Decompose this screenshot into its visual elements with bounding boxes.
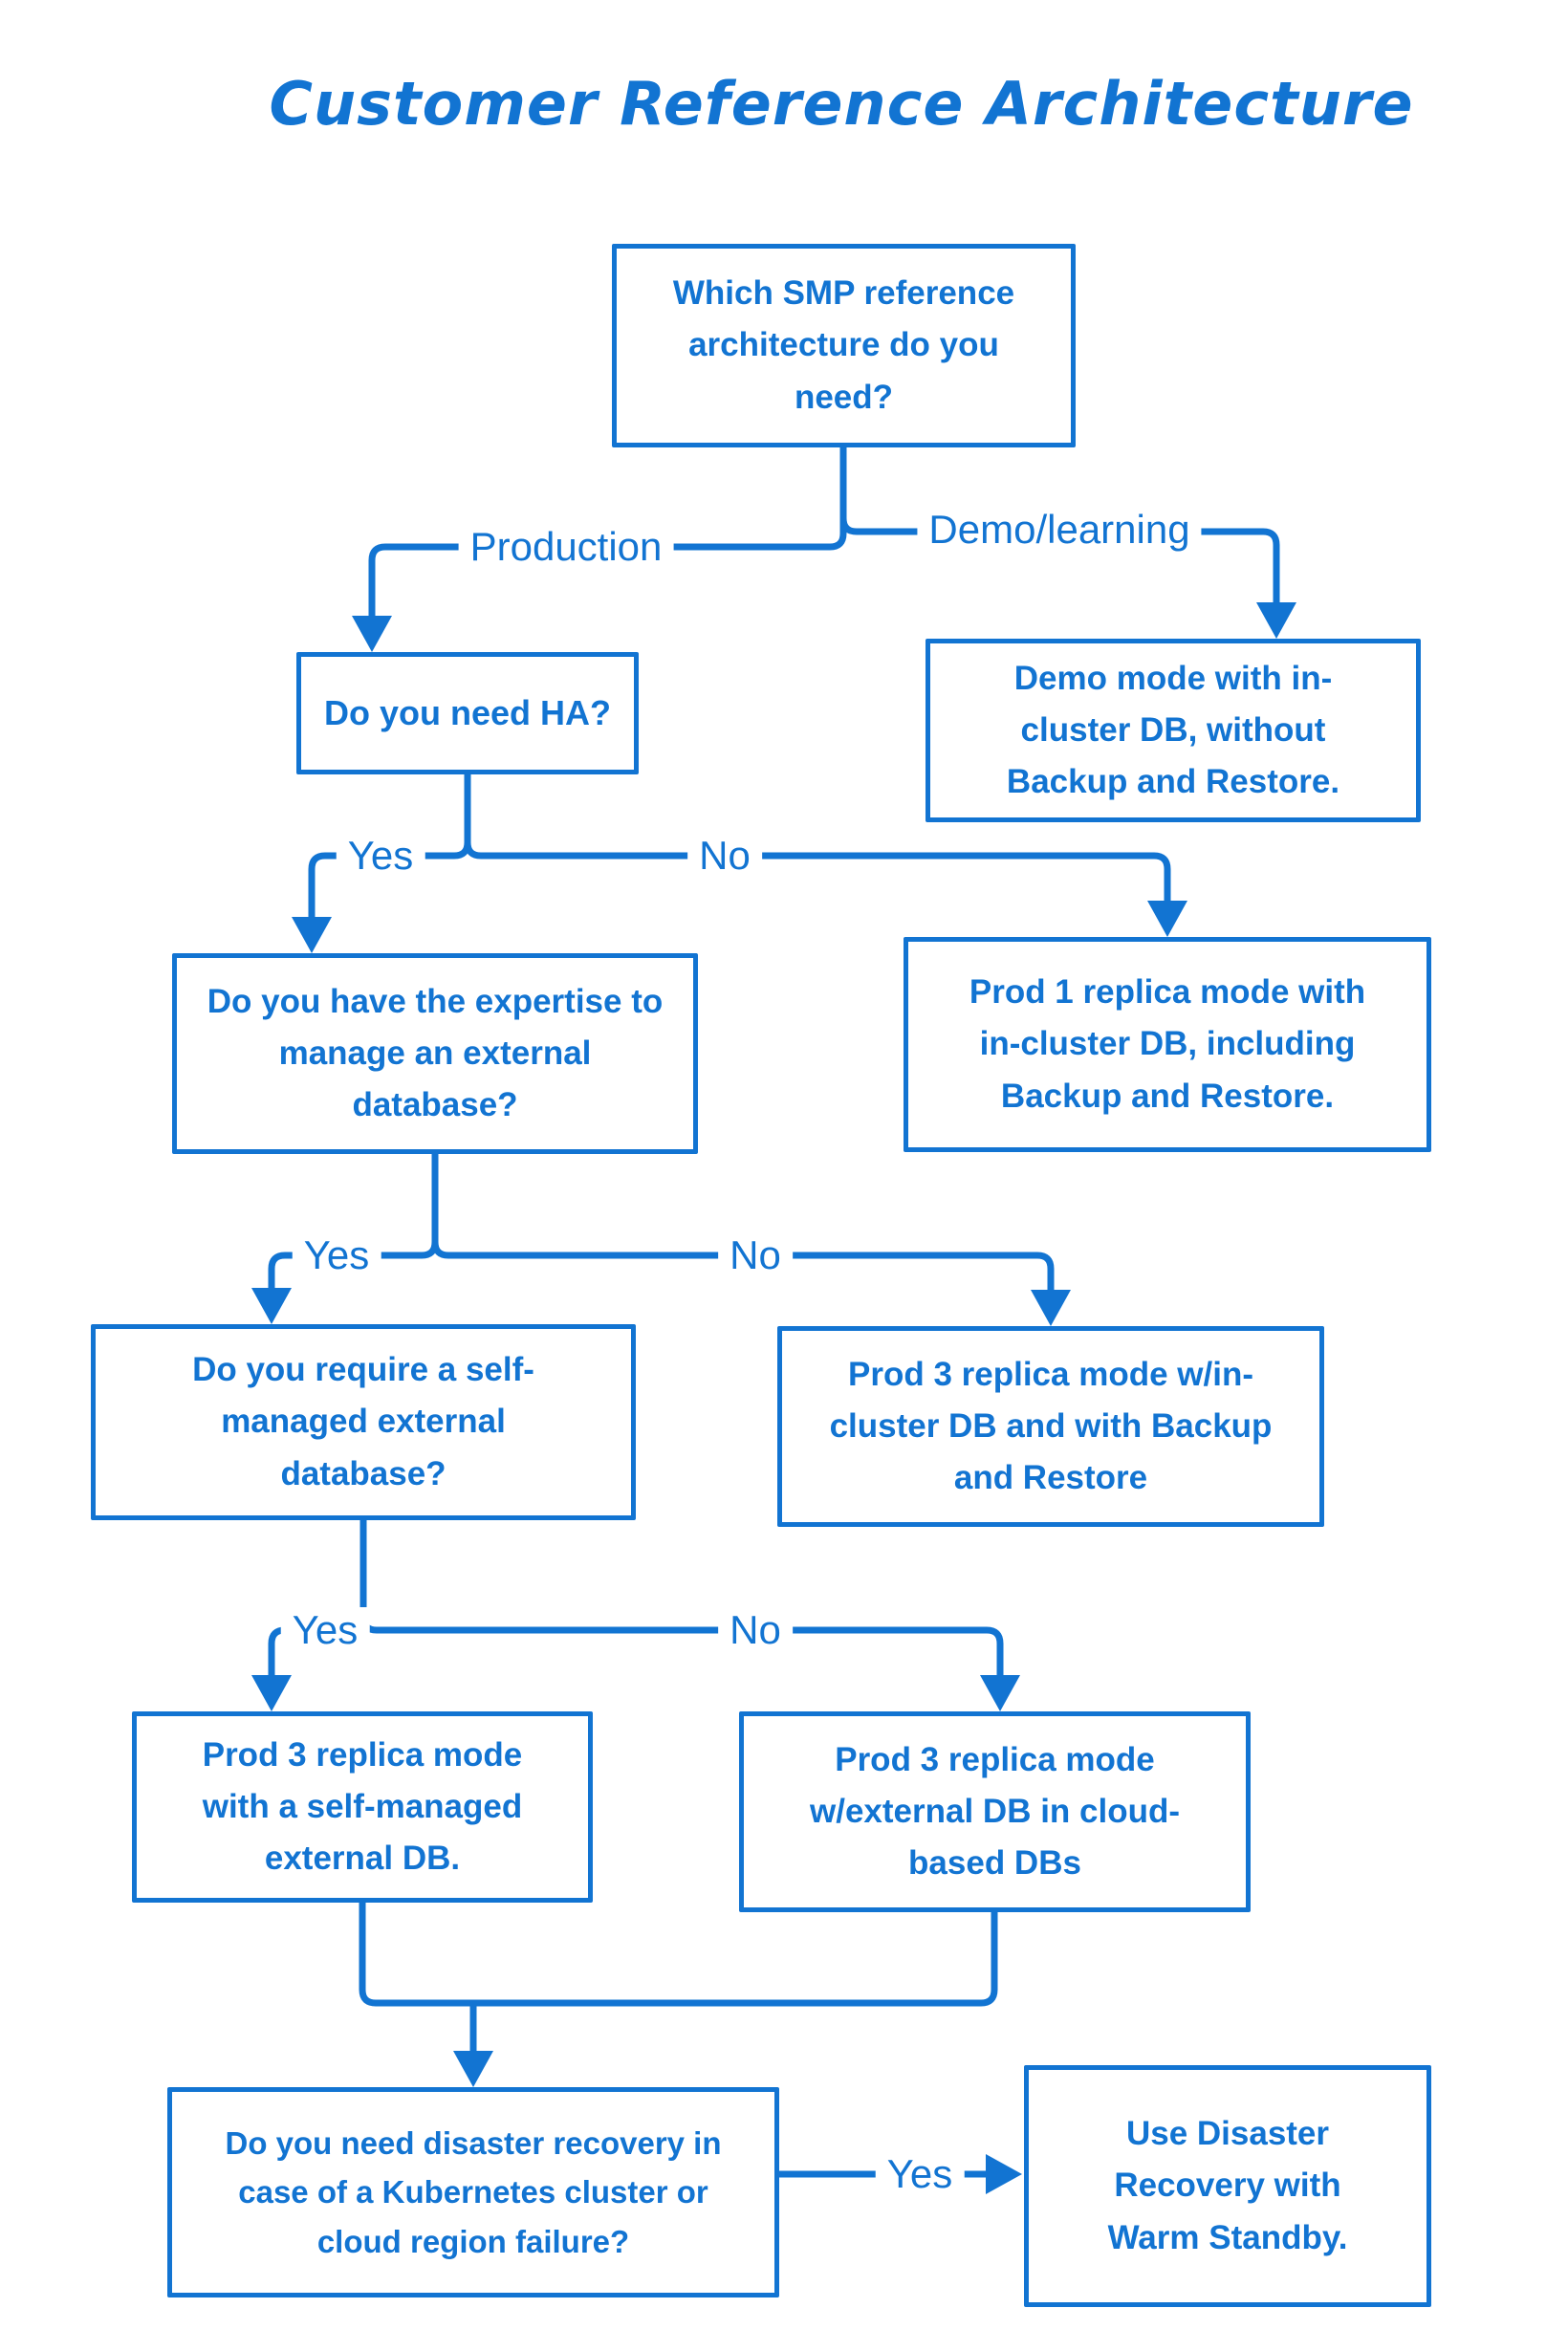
edge-label-ha-yes: Yes	[336, 833, 425, 879]
edge-merge-disaster-recovery	[359, 1903, 998, 2087]
node-need-ha: Do you need HA?	[296, 652, 639, 774]
arrowhead-down-icon	[292, 917, 332, 953]
edge-label-ha-no: No	[687, 833, 762, 879]
arrowhead-down-icon	[251, 1288, 292, 1324]
edge-ha-no	[464, 841, 1187, 937]
edge-expertise-no	[431, 1241, 1071, 1326]
node-warm-standby-result: Use Disaster Recovery with Warm Standby.	[1024, 2065, 1431, 2307]
arrowhead-down-icon	[1031, 1290, 1071, 1326]
page-title: Customer Reference Architecture	[269, 69, 1414, 139]
edge-label-expertise-no: No	[718, 1232, 793, 1278]
arrowhead-down-icon	[980, 1675, 1020, 1711]
edge-label-production: Production	[458, 524, 674, 570]
arrowhead-down-icon	[1256, 602, 1296, 639]
edge-selfmanaged-no	[359, 1616, 1020, 1711]
edge-label-dr-yes: Yes	[875, 2151, 965, 2197]
edge-root-demo	[839, 517, 1296, 639]
arrowhead-right-icon	[986, 2154, 1022, 2194]
edge-label-self-managed-yes: Yes	[280, 1607, 370, 1653]
arrowhead-down-icon	[251, 1675, 292, 1711]
arrowhead-down-icon	[1147, 901, 1187, 937]
node-root-question: Which SMP reference architecture do you …	[612, 244, 1076, 447]
node-prod3-incluster-result: Prod 3 replica mode w/in-cluster DB and …	[777, 1326, 1324, 1527]
edge-label-expertise-yes: Yes	[292, 1232, 381, 1278]
node-demo-mode-result: Demo mode with in-cluster DB, without Ba…	[926, 639, 1421, 822]
edge-label-self-managed-no: No	[718, 1607, 793, 1653]
edge-label-demo-learning: Demo/learning	[917, 507, 1202, 553]
node-prod3-selfmanaged-result: Prod 3 replica mode with a self-managed …	[132, 1711, 593, 1903]
arrowhead-down-icon	[453, 2051, 493, 2087]
node-expertise-question: Do you have the expertise to manage an e…	[172, 953, 698, 1154]
node-prod3-cloud-result: Prod 3 replica mode w/external DB in clo…	[739, 1711, 1251, 1912]
node-self-managed-question: Do you require a self-managed external d…	[91, 1324, 636, 1520]
arrowhead-down-icon	[352, 616, 392, 652]
node-prod1-replica-result: Prod 1 replica mode with in-cluster DB, …	[904, 937, 1431, 1152]
node-disaster-recovery-question: Do you need disaster recovery in case of…	[167, 2087, 779, 2297]
